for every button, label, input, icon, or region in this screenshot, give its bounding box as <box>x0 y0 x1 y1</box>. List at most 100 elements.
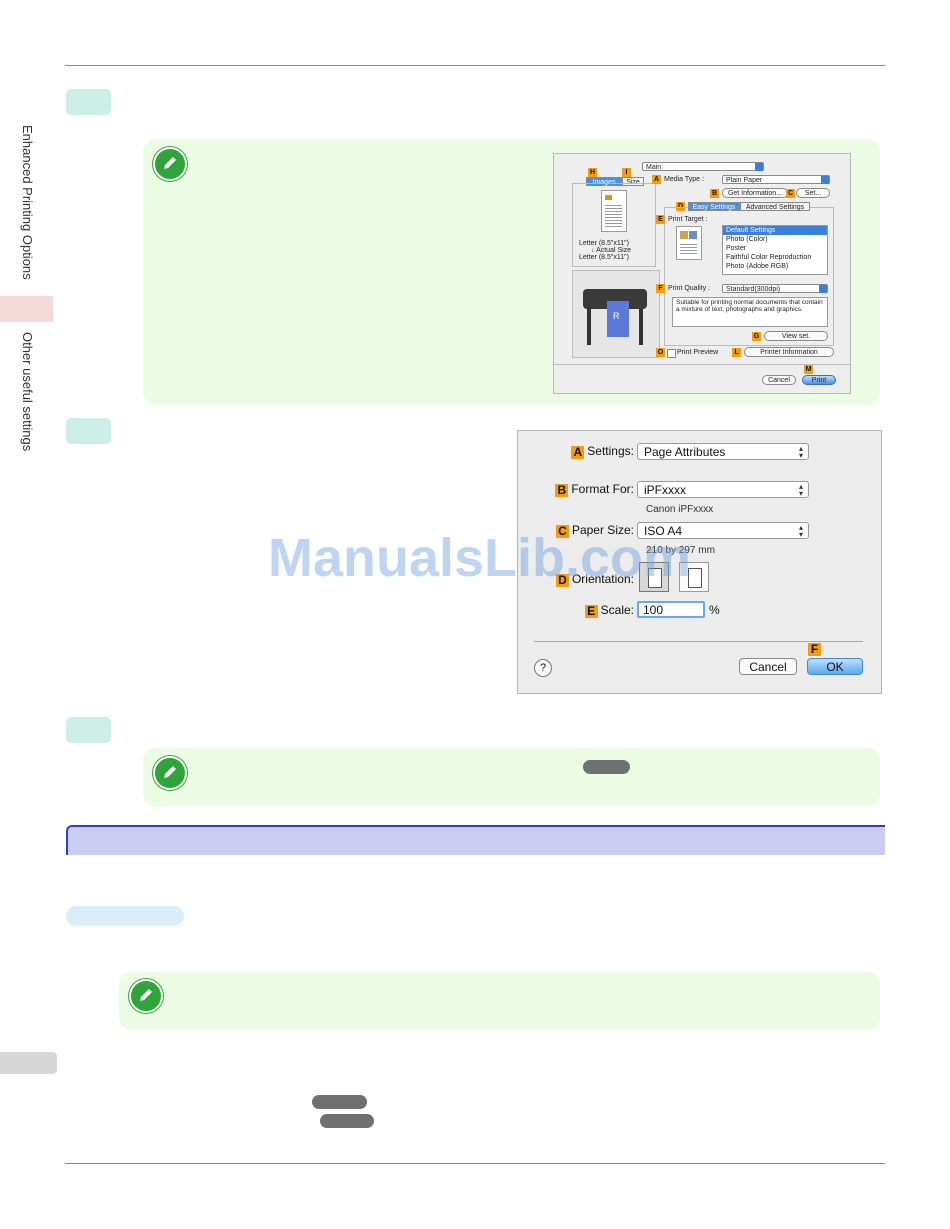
format-for-select[interactable]: iPFxxxx ▴▾ <box>637 481 809 498</box>
dialog-divider <box>554 364 850 365</box>
callout-L: L <box>732 348 741 357</box>
side-tab-marker <box>0 296 53 322</box>
target-thumbnail <box>676 226 702 260</box>
settings-value: Page Attributes <box>644 445 726 459</box>
page-number-tab <box>0 1052 57 1074</box>
print-quality-select[interactable]: Standard(300dpi) <box>722 284 828 293</box>
print-preview-checkbox[interactable] <box>667 349 676 358</box>
note-box <box>119 972 880 1030</box>
format-for-value: iPFxxxx <box>644 483 686 497</box>
ok-button[interactable]: OK <box>807 658 863 675</box>
cancel-button[interactable]: Cancel <box>762 375 796 385</box>
portrait-page-icon <box>648 568 662 588</box>
print-preview-label: Print Preview <box>677 349 719 356</box>
scale-unit: % <box>709 603 720 617</box>
tab-size[interactable]: Size <box>622 177 644 186</box>
side-tab-section: Enhanced Printing Options <box>20 125 35 280</box>
reference-badge[interactable] <box>583 760 630 774</box>
preview-scale-text: Actual Size <box>596 247 632 254</box>
callout-A: A <box>571 446 585 459</box>
scale-label-text: Scale: <box>600 603 634 617</box>
callout-G: G <box>752 332 761 341</box>
dialog-divider <box>534 641 863 642</box>
view-set-button[interactable]: View set. <box>764 331 828 341</box>
side-tab-subsection: Other useful settings <box>20 332 35 452</box>
watermark: ManualsLib.com <box>268 528 692 588</box>
get-information-button[interactable]: Get Information... <box>722 188 788 198</box>
preview-panel: Letter (8.5"x11") ↓ Actual Size Letter (… <box>572 183 656 267</box>
tab-advanced-settings[interactable]: Advanced Settings <box>740 202 810 211</box>
callout-B: B <box>710 189 719 198</box>
paper-size-detail: 210 by 297 mm <box>646 545 715 556</box>
callout-M: M <box>804 365 813 374</box>
arrow-down-icon: ↓ <box>591 247 597 254</box>
step-marker-1 <box>66 89 111 115</box>
callout-D: D <box>555 574 569 587</box>
popup-arrow-icon <box>821 176 829 184</box>
media-type-select[interactable]: Plain Paper <box>722 175 830 184</box>
print-button[interactable]: Print <box>802 375 836 385</box>
format-for-detail: Canon iPFxxxx <box>646 504 714 515</box>
media-type-label: Media Type : <box>664 176 704 183</box>
paper-size-value: ISO A4 <box>644 524 683 538</box>
list-item[interactable]: Photo (Adobe RGB) <box>726 263 789 270</box>
cancel-button[interactable]: Cancel <box>739 658 797 675</box>
tab-images[interactable]: Images <box>586 177 622 186</box>
print-quality-label: Print Quality : <box>668 285 711 292</box>
portrait-orientation-button[interactable] <box>639 562 669 592</box>
paper-size-label-text: Paper Size: <box>571 523 634 537</box>
landscape-page-icon <box>688 568 702 588</box>
main-popup[interactable]: Main <box>642 162 764 171</box>
list-item[interactable]: Default Settings <box>723 226 827 235</box>
note-box <box>143 748 880 806</box>
print-target-list[interactable]: Default Settings Photo (Color) Poster Fa… <box>722 225 828 275</box>
list-item[interactable]: Poster <box>726 245 747 252</box>
footer-rule <box>65 1163 885 1164</box>
list-item[interactable]: Photo (Color) <box>726 236 768 243</box>
callout-E: E <box>656 215 665 224</box>
popup-arrow-icon <box>755 163 763 171</box>
callout-D: D <box>676 202 685 211</box>
main-popup-label: Main <box>646 164 662 171</box>
printer-driver-dialog: Main H I Images Size Letter (8.5"x11") ↓… <box>553 153 851 394</box>
subheading-label <box>66 906 184 926</box>
printer-information-button[interactable]: Printer Information <box>744 347 834 357</box>
reference-badge[interactable] <box>312 1095 367 1109</box>
callout-E: E <box>584 605 598 618</box>
updown-arrows-icon: ▴▾ <box>798 523 803 539</box>
callout-B: B <box>555 484 569 497</box>
step-marker-2 <box>66 418 111 444</box>
settings-select[interactable]: Page Attributes▴▾ <box>637 443 809 460</box>
orientation-label-text: Orientation: <box>571 572 634 586</box>
reference-badge[interactable] <box>320 1114 374 1128</box>
step-marker-3 <box>66 717 111 743</box>
scale-input[interactable]: 100 <box>637 601 705 618</box>
callout-C: C <box>786 189 795 198</box>
callout-H: H <box>588 168 597 177</box>
preview-scale-label: ↓ Actual Size <box>591 247 631 254</box>
popup-arrow-icon <box>819 285 827 293</box>
callout-F: F <box>808 643 821 656</box>
callout-A: A <box>652 175 661 184</box>
pencil-icon <box>129 979 163 1013</box>
preview-output-label: Letter (8.5"x11") <box>579 254 629 261</box>
list-item[interactable]: Faithful Color Reproduction <box>726 254 812 261</box>
page-thumbnail <box>601 190 627 232</box>
landscape-orientation-button[interactable] <box>679 562 709 592</box>
help-button[interactable]: ? <box>534 659 552 677</box>
callout-F: F <box>656 284 665 293</box>
updown-arrows-icon: ▴▾ <box>798 482 803 498</box>
pencil-icon <box>153 147 187 181</box>
callout-C: C <box>555 525 569 538</box>
paper-size-select[interactable]: ISO A4 ▴▾ <box>637 522 809 539</box>
header-rule <box>65 65 885 66</box>
help-icon: ? <box>539 662 547 674</box>
tab-easy-settings[interactable]: Easy Settings <box>688 202 740 211</box>
set-button[interactable]: Set... <box>796 188 830 198</box>
format-for-label-text: Format For: <box>571 482 634 496</box>
